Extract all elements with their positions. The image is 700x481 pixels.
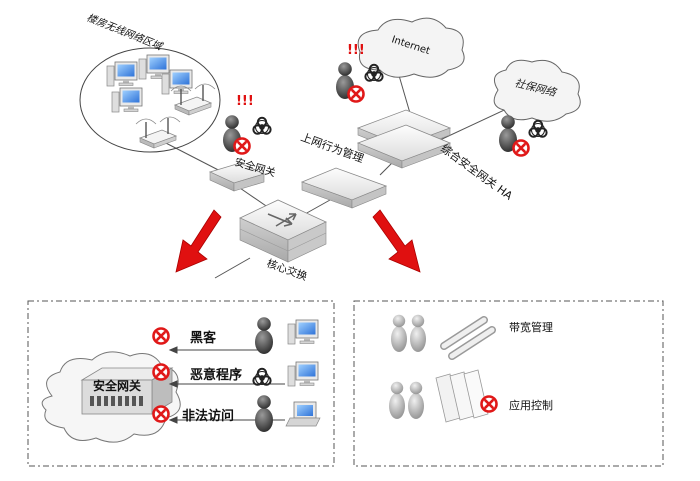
threat-malware: 恶意程序 xyxy=(152,361,319,387)
internet-threat: !!! xyxy=(336,43,384,103)
desktop-pc-icon xyxy=(161,69,193,95)
app-control-label: 应用控制 xyxy=(509,398,553,412)
social-threat xyxy=(499,115,548,157)
wireless-zone: 楼房无线网络区域 xyxy=(79,12,221,153)
security-gateway-top: 安全网关 xyxy=(208,155,278,192)
malware-label: 恶意程序 xyxy=(190,367,242,383)
arrow-down-left xyxy=(175,209,222,273)
security-gateway-box: 安全网关 xyxy=(80,367,174,415)
app-control-row: 应用控制 xyxy=(389,369,553,423)
hacker-icon xyxy=(255,395,273,432)
desktop-pc-icon xyxy=(111,87,143,113)
desktop-pc-icon xyxy=(287,319,319,345)
switch-arrows-icon xyxy=(267,213,297,227)
laptop-icon xyxy=(285,401,321,427)
biohazard-icon xyxy=(252,116,272,135)
wireless-zone-label: 楼房无线网络区域 xyxy=(85,12,166,54)
user-icon xyxy=(391,314,407,352)
hacker-label: 黑客 xyxy=(190,330,217,346)
forbid-icon xyxy=(233,137,251,155)
red-arrows xyxy=(175,209,421,273)
forbid-icon xyxy=(152,363,170,381)
pipe-icon xyxy=(440,316,496,360)
wireless-threat: !!! xyxy=(223,94,272,155)
wireless-ap-icon xyxy=(170,83,216,116)
desktop-pc-icon xyxy=(287,361,319,387)
management-panel: 带宽管理 应用控制 xyxy=(353,300,664,467)
behavior-mgmt-label: 上网行为管理 xyxy=(299,130,366,166)
arrow-down-right xyxy=(372,209,421,273)
user-icon xyxy=(389,381,405,419)
threat-illegal-access: 非法访问 xyxy=(152,395,321,432)
forbid-icon xyxy=(152,327,170,345)
core-switch: 核心交换 xyxy=(239,199,327,283)
forbid-icon xyxy=(512,139,530,157)
bandwidth-mgmt-label: 带宽管理 xyxy=(509,320,553,334)
forbid-icon xyxy=(347,85,365,103)
security-gateway-box-label: 安全网关 xyxy=(93,378,141,393)
desktop-pc-icon xyxy=(106,61,138,87)
port-grid xyxy=(90,396,143,406)
biohazard-icon xyxy=(528,119,548,138)
documents-icon xyxy=(435,369,489,423)
alert-mark: !!! xyxy=(347,43,365,58)
bandwidth-mgmt-row: 带宽管理 xyxy=(391,314,553,360)
wireless-ap-icon xyxy=(135,116,181,149)
forbid-icon xyxy=(152,405,170,423)
hacker-icon xyxy=(255,317,273,354)
illegal-access-label: 非法访问 xyxy=(182,408,234,424)
forbid-icon xyxy=(480,395,498,413)
social-network-cloud: 社保网络 xyxy=(493,59,581,122)
threat-defense-panel: 安全网关 黑客 恶意程序 非法访问 xyxy=(27,300,335,467)
internet-cloud: Internet xyxy=(357,17,465,78)
alert-mark: !!! xyxy=(236,94,254,109)
user-icon xyxy=(410,314,426,352)
threat-hacker: 黑客 xyxy=(152,317,319,354)
user-icon xyxy=(408,381,424,419)
biohazard-icon xyxy=(252,367,272,386)
